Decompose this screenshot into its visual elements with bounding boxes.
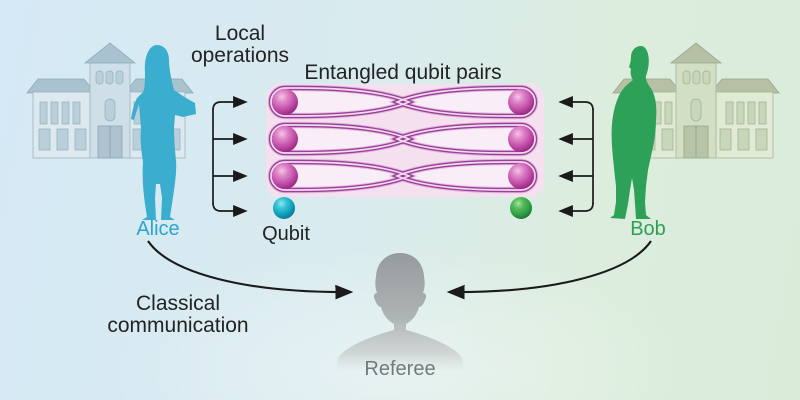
entangled-qubit-sphere <box>272 163 298 189</box>
classical-communication-label-line1: Classical <box>136 292 220 315</box>
entangled-pairs-title: Entangled qubit pairs <box>304 61 501 84</box>
entangled-qubit-sphere <box>272 126 298 152</box>
qubit-label: Qubit <box>262 223 310 245</box>
classical-communication-label-line2: communication <box>107 314 248 337</box>
head-bust-icon <box>336 253 464 371</box>
entangled-pair-row <box>267 158 539 194</box>
alice-operation-arrows <box>212 96 248 217</box>
referee-label: Referee <box>364 358 435 380</box>
entangled-pair-row <box>267 121 539 157</box>
entangled-qubit-sphere <box>508 163 534 189</box>
man-silhouette-icon <box>610 46 657 219</box>
woman-silhouette-icon <box>131 45 196 220</box>
entangled-qubit-sphere <box>508 89 534 115</box>
alice-label: Alice <box>136 218 179 240</box>
entangled-qubit-sphere <box>508 126 534 152</box>
alice-to-referee-arrow <box>147 240 354 300</box>
local-operations-label-line2: operations <box>191 44 289 67</box>
entangled-qubit-sphere <box>272 89 298 115</box>
bob-to-referee-arrow <box>446 240 652 300</box>
bob-operation-arrows <box>558 96 594 217</box>
alice-qubit-sphere <box>273 197 295 219</box>
bob-qubit-sphere <box>510 197 532 219</box>
bob-label: Bob <box>630 218 666 240</box>
entangled-pair-row <box>267 84 539 120</box>
local-operations-label-line1: Local <box>215 22 265 45</box>
